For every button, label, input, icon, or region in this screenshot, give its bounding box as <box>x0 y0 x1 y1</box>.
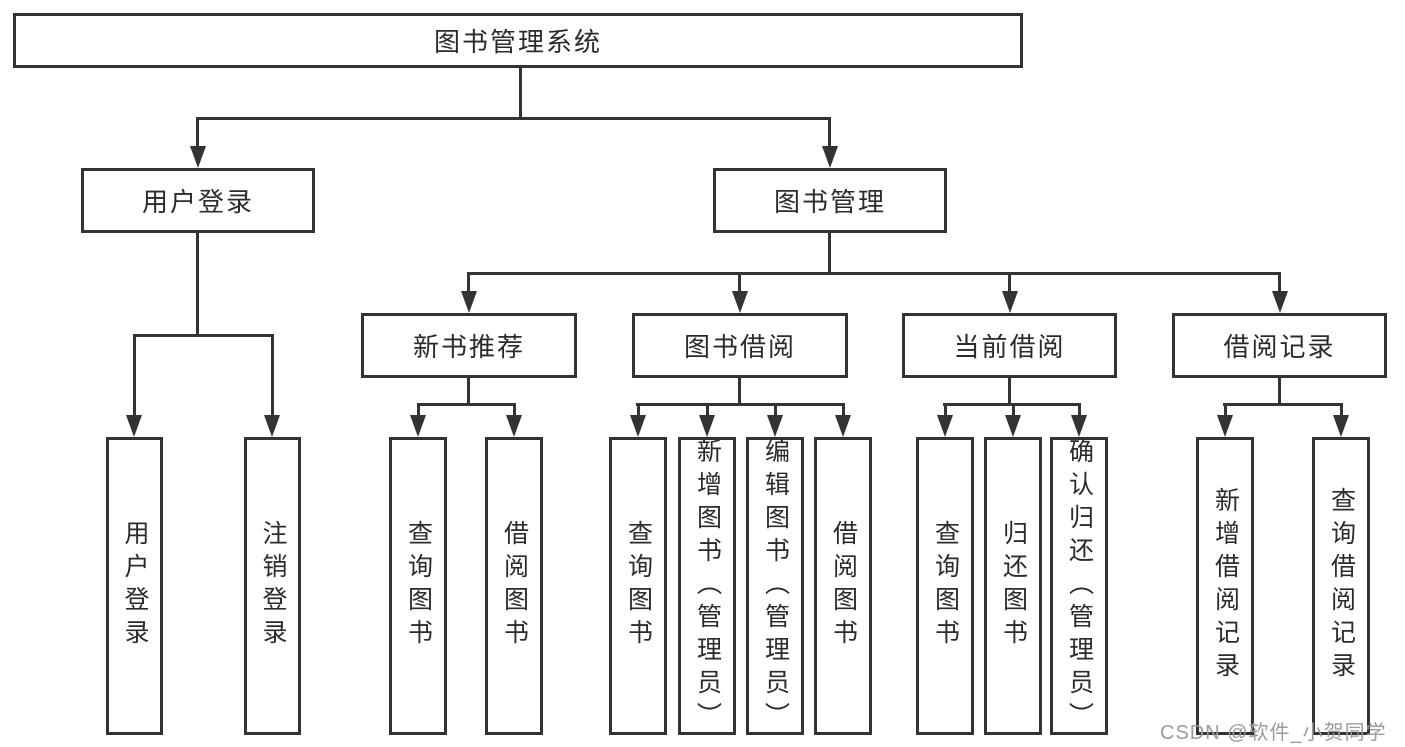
leaf-query-books-recommend-label: 查询图书 <box>404 520 433 652</box>
leaf-return-books-label: 归还图书 <box>999 520 1028 652</box>
connector-line <box>1012 403 1015 418</box>
leaf-user-login: 用户登录 <box>106 437 163 735</box>
connector-line <box>196 117 199 149</box>
leaf-borrow-books-label: 借阅图书 <box>829 520 858 652</box>
leaf-add-books-admin-label: 新增图书（管理员） <box>693 437 722 735</box>
node-borrow-records-label: 借阅记录 <box>1223 332 1336 362</box>
node-book-borrow: 图书借阅 <box>632 313 848 378</box>
arrowhead-down <box>1272 291 1288 313</box>
connector-line <box>513 403 516 418</box>
arrowhead-down <box>767 415 783 437</box>
node-current-borrow: 当前借阅 <box>902 313 1117 378</box>
arrowhead-down <box>410 415 426 437</box>
arrowhead-down <box>126 415 142 437</box>
leaf-borrow-books-recommend-label: 借阅图书 <box>500 520 529 652</box>
leaf-edit-books-admin-label: 编辑图书（管理员） <box>761 437 790 735</box>
arrowhead-down <box>1002 291 1018 313</box>
arrowhead-down <box>835 415 851 437</box>
connector-line <box>467 272 1281 275</box>
node-current-borrow-label: 当前借阅 <box>953 332 1066 362</box>
connector-line <box>417 403 516 406</box>
leaf-query-books-current-label: 查询图书 <box>931 520 960 652</box>
connector-line <box>738 272 741 294</box>
connector-line <box>1224 403 1227 418</box>
connector-line <box>706 403 709 418</box>
node-book-management-label: 图书管理 <box>773 187 886 217</box>
arrowhead-down <box>264 415 280 437</box>
arrowhead-down <box>699 415 715 437</box>
arrowhead-down <box>937 415 953 437</box>
leaf-query-books-recommend: 查询图书 <box>389 437 447 735</box>
connector-line <box>1278 272 1281 294</box>
leaf-logout-login: 注销登录 <box>244 437 301 735</box>
node-new-book-recommend-label: 新书推荐 <box>412 332 525 362</box>
connector-line <box>1223 403 1343 406</box>
node-user-login: 用户登录 <box>81 168 315 233</box>
connector-line <box>636 403 845 406</box>
leaf-query-borrow-record: 查询借阅记录 <box>1312 437 1370 735</box>
connector-line <box>637 403 640 418</box>
node-root: 图书管理系统 <box>13 13 1023 68</box>
connector-line <box>842 403 845 418</box>
connector-line <box>133 334 274 337</box>
node-new-book-recommend: 新书推荐 <box>361 313 577 378</box>
arrowhead-down <box>822 146 838 168</box>
arrowhead-down <box>732 291 748 313</box>
connector-line <box>196 231 199 337</box>
connector-line <box>133 334 136 418</box>
leaf-borrow-books-recommend: 借阅图书 <box>485 437 543 735</box>
leaf-query-books-borrow: 查询图书 <box>609 437 667 735</box>
arrowhead-down <box>506 415 522 437</box>
leaf-query-books-borrow-label: 查询图书 <box>624 520 653 652</box>
arrowhead-down <box>1071 415 1087 437</box>
arrowhead-down <box>1217 415 1233 437</box>
arrowhead-down <box>190 146 206 168</box>
node-borrow-records: 借阅记录 <box>1172 313 1387 378</box>
leaf-add-borrow-record-label: 新增借阅记录 <box>1211 487 1240 685</box>
connector-line <box>828 231 831 275</box>
leaf-confirm-return-admin: 确认归还（管理员） <box>1050 437 1108 735</box>
leaf-query-books-current: 查询图书 <box>916 437 974 735</box>
leaf-confirm-return-admin-label: 确认归还（管理员） <box>1065 437 1094 735</box>
connector-line <box>1278 376 1281 406</box>
connector-line <box>1078 403 1081 418</box>
leaf-return-books: 归还图书 <box>984 437 1042 735</box>
node-book-borrow-label: 图书借阅 <box>683 332 796 362</box>
leaf-edit-books-admin: 编辑图书（管理员） <box>746 437 804 735</box>
connector-line <box>467 376 470 406</box>
arrowhead-down <box>1005 415 1021 437</box>
leaf-logout-login-label: 注销登录 <box>259 520 287 652</box>
connector-line <box>828 117 831 149</box>
connector-line <box>519 66 522 119</box>
connector-line <box>1008 376 1011 406</box>
connector-line <box>417 403 420 418</box>
node-book-management: 图书管理 <box>713 168 947 233</box>
connector-line <box>271 334 274 418</box>
leaf-query-borrow-record-label: 查询借阅记录 <box>1327 487 1356 685</box>
connector-line <box>1008 272 1011 294</box>
connector-line <box>467 272 470 294</box>
watermark: CSDN @软件_小贺同学 <box>1160 722 1387 744</box>
connector-line <box>944 403 947 418</box>
leaf-user-login-label: 用户登录 <box>121 520 149 652</box>
connector-line <box>738 376 741 406</box>
arrowhead-down <box>630 415 646 437</box>
connector-line <box>1340 403 1343 418</box>
node-user-login-label: 用户登录 <box>141 187 254 217</box>
connector-line <box>774 403 777 418</box>
arrowhead-down <box>1333 415 1349 437</box>
arrowhead-down <box>461 291 477 313</box>
leaf-add-books-admin: 新增图书（管理员） <box>678 437 736 735</box>
node-root-label: 图书管理系统 <box>433 27 602 57</box>
leaf-add-borrow-record: 新增借阅记录 <box>1196 437 1254 735</box>
leaf-borrow-books: 借阅图书 <box>814 437 872 735</box>
connector-line <box>196 117 831 120</box>
